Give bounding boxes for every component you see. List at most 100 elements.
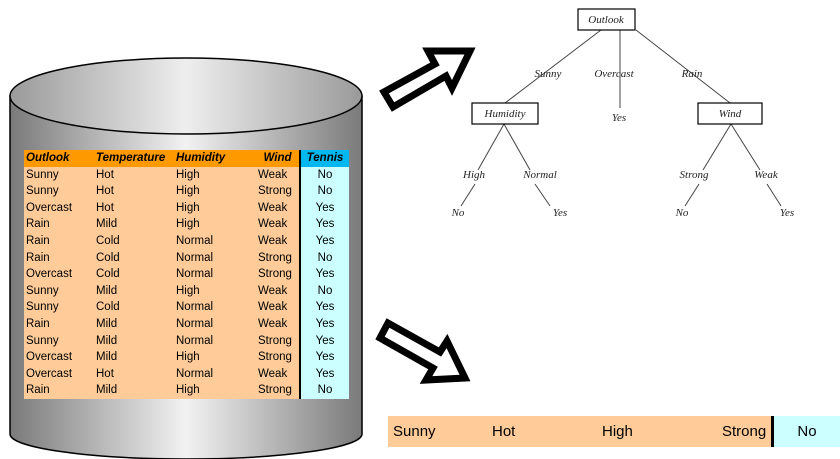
cell-tennis: No — [299, 249, 349, 267]
cell-humidity: High — [174, 183, 256, 200]
cell-wind: Strong — [256, 266, 300, 283]
arrow-to-tree — [379, 47, 476, 112]
cell-tennis: Yes — [299, 332, 349, 350]
query-instance: Sunny Hot High Strong No — [388, 416, 840, 447]
cell-outlook: Rain — [24, 382, 94, 399]
cell-humidity: Normal — [174, 332, 256, 350]
cell-wind: Weak — [256, 166, 300, 184]
cell-temperature: Mild — [94, 282, 174, 300]
cell-temperature: Cold — [94, 299, 174, 316]
cell-humidity: Normal — [174, 365, 256, 383]
cell-outlook: Overcast — [24, 266, 94, 283]
cell-wind: Weak — [256, 199, 300, 217]
cell-wind: Strong — [256, 349, 300, 366]
query-wind: Strong — [722, 423, 767, 440]
cell-wind: Weak — [256, 365, 300, 383]
cell-humidity: Normal — [174, 266, 256, 283]
cell-humidity: Normal — [174, 249, 256, 267]
branch-strong: Strong — [680, 169, 709, 181]
query-temperature: Hot — [492, 423, 516, 440]
branch-sunny: Sunny — [535, 68, 562, 80]
branch-overcast: Overcast — [594, 68, 634, 80]
cell-temperature: Mild — [94, 349, 174, 366]
header-humidity: Humidity — [174, 150, 256, 167]
cell-outlook: Rain — [24, 232, 94, 250]
cell-wind: Weak — [256, 232, 300, 250]
cell-tennis: Yes — [299, 365, 349, 383]
branch-weak: Weak — [754, 169, 779, 181]
leaf-normal-yes: Yes — [553, 207, 567, 219]
cell-tennis: No — [299, 282, 349, 300]
query-attributes: Sunny Hot High Strong — [388, 416, 774, 447]
cell-tennis: Yes — [299, 232, 349, 250]
leaf-high-no: No — [451, 207, 465, 219]
query-humidity: High — [602, 423, 633, 440]
cell-temperature: Mild — [94, 315, 174, 333]
cell-humidity: High — [174, 349, 256, 366]
cell-humidity: High — [174, 199, 256, 217]
cell-temperature: Cold — [94, 249, 174, 267]
cell-tennis: No — [299, 382, 349, 399]
cell-temperature: Cold — [94, 266, 174, 283]
cell-wind: Weak — [256, 315, 300, 333]
cell-humidity: High — [174, 382, 256, 399]
cell-outlook: Sunny — [24, 282, 94, 300]
cell-temperature: Cold — [94, 232, 174, 250]
cell-wind: Weak — [256, 216, 300, 233]
leaf-weak-yes: Yes — [780, 207, 794, 219]
cell-humidity: High — [174, 282, 256, 300]
cell-tennis: Yes — [299, 266, 349, 283]
cell-temperature: Hot — [94, 166, 174, 184]
header-outlook: Outlook — [24, 150, 94, 167]
header-temperature: Temperature — [94, 150, 174, 167]
cell-temperature: Mild — [94, 216, 174, 233]
tree-humidity-node — [471, 102, 539, 125]
cell-outlook: Overcast — [24, 349, 94, 366]
cell-wind: Strong — [256, 249, 300, 267]
cell-outlook: Overcast — [24, 199, 94, 217]
leaf-overcast-yes: Yes — [612, 112, 626, 124]
cell-wind: Weak — [256, 282, 300, 300]
cell-humidity: Normal — [174, 315, 256, 333]
tree-humidity-label: Humidity — [484, 108, 526, 120]
table-header-row: Outlook Temperature Humidity Wind Tennis — [24, 150, 349, 167]
cell-tennis: No — [299, 166, 349, 184]
cell-tennis: Yes — [299, 349, 349, 366]
tree-root-label: Outlook — [588, 14, 625, 26]
cell-wind: Strong — [256, 183, 300, 200]
cell-outlook: Rain — [24, 249, 94, 267]
cell-humidity: Normal — [174, 299, 256, 316]
decision-tree: Outlook Sunny Overcast Rain Humidity Yes… — [451, 8, 794, 219]
cell-humidity: Normal — [174, 232, 256, 250]
cell-temperature: Hot — [94, 199, 174, 217]
branch-normal: Normal — [522, 169, 557, 181]
query-prediction: No — [774, 416, 840, 447]
cell-outlook: Sunny — [24, 299, 94, 316]
training-table: Outlook Temperature Humidity Wind Tennis… — [24, 150, 349, 399]
cell-outlook: Rain — [24, 216, 94, 233]
query-outlook: Sunny — [393, 423, 436, 440]
cell-temperature: Mild — [94, 332, 174, 350]
branch-high: High — [462, 169, 486, 181]
cell-outlook: Sunny — [24, 332, 94, 350]
header-wind: Wind — [256, 150, 300, 167]
header-tennis: Tennis — [299, 150, 349, 167]
cell-temperature: Mild — [94, 382, 174, 399]
cell-outlook: Sunny — [24, 166, 94, 184]
tree-wind-node — [697, 102, 763, 125]
branch-rain: Rain — [681, 68, 703, 80]
